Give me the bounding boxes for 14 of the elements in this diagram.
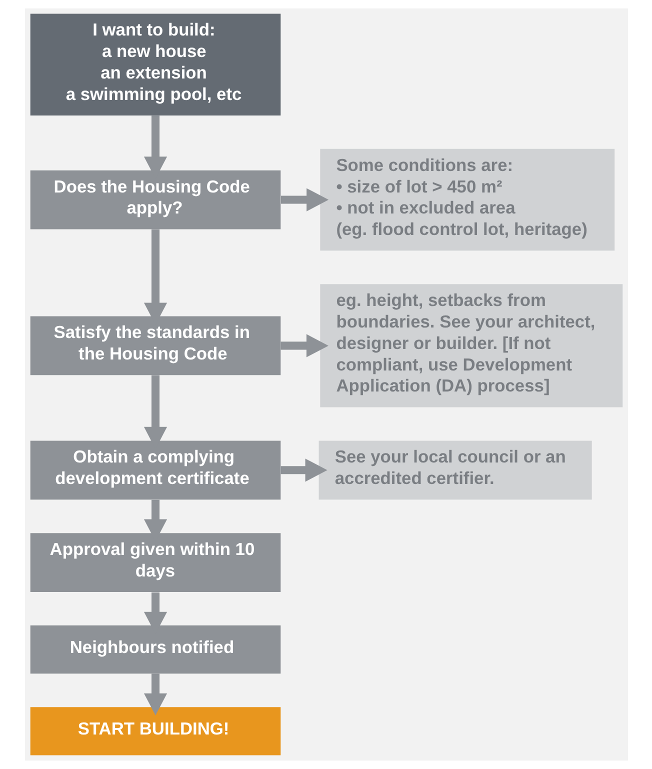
node-box: START BUILDING! bbox=[30, 707, 280, 756]
node-box: Approval given within 10 days bbox=[30, 533, 280, 592]
node-box: See your local council or an accredited certifier. bbox=[318, 440, 592, 500]
node-box: eg. height, setbacks from boundaries. See your architect, designer or builder. [If not compliant, use Development Application (DA) process] bbox=[320, 284, 622, 408]
node-box: Obtain a complying development certificate bbox=[30, 440, 280, 500]
arrow bbox=[280, 334, 328, 358]
node-box: Satisfy the standards in the Housing Code bbox=[30, 316, 280, 376]
node-box: Does the Housing Code apply? bbox=[30, 170, 280, 230]
arrow bbox=[280, 188, 328, 212]
node-box: I want to build: a new house an extension a swimming pool, etc bbox=[30, 14, 280, 116]
arrow bbox=[280, 458, 327, 482]
node-box: Neighbours notified bbox=[30, 625, 280, 674]
node-box: Some conditions are: • size of lot > 450 m² • not in excluded area (eg. flood control lot, heritage) bbox=[320, 148, 614, 251]
arrow bbox=[143, 674, 167, 716]
